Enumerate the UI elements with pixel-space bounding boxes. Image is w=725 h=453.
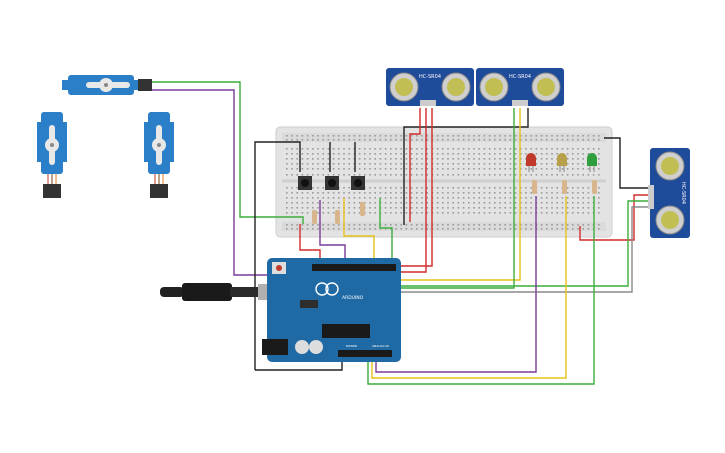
wire-black-side xyxy=(604,137,648,189)
servo-horizontal[interactable] xyxy=(62,75,152,95)
wire-gray-side xyxy=(398,206,648,293)
ultrasonic-sensor-1[interactable]: HC-SR04 xyxy=(386,68,474,106)
wire-green-2 xyxy=(379,198,393,262)
resistor-5 xyxy=(562,180,567,194)
pushbuttons[interactable] xyxy=(298,176,365,190)
wire-black-top xyxy=(254,141,301,370)
pushbutton-1 xyxy=(298,176,312,190)
ultrasonic-sensor-3[interactable]: HC-SR04 xyxy=(648,148,690,238)
wire-purple-2 xyxy=(319,200,346,262)
ultrasonic-sensor-2[interactable]: HC-SR04 xyxy=(476,68,564,106)
wire-purple-led xyxy=(375,196,537,373)
arduino-uno[interactable]: ARDUINO POWER ANALOG IN xyxy=(262,258,401,362)
servo-vertical-left[interactable] xyxy=(37,112,67,198)
wire-yellow-led xyxy=(371,196,567,379)
pushbutton-2 xyxy=(325,176,339,190)
leds[interactable] xyxy=(526,153,597,172)
led-green xyxy=(587,153,597,172)
wire-red-us xyxy=(409,108,421,222)
wire-black-us xyxy=(403,108,529,225)
wire-red-side xyxy=(579,194,648,241)
resistor-6 xyxy=(592,180,597,194)
arduino-brand: ARDUINO xyxy=(342,295,364,301)
led-yellow xyxy=(557,153,567,172)
resistor-3 xyxy=(360,202,365,216)
wire-red-1 xyxy=(299,224,321,262)
resistor-4 xyxy=(532,180,537,194)
resistor-2 xyxy=(335,210,340,224)
wire-green-led xyxy=(367,196,595,385)
sensor-label: HC-SR04 xyxy=(680,182,686,204)
led-red xyxy=(526,153,536,172)
wire-red-us2 xyxy=(398,108,433,267)
wire-yellow-1 xyxy=(343,198,375,262)
pushbutton-3 xyxy=(351,176,365,190)
wire-green-servo xyxy=(152,81,304,224)
arduino-analog-label: ANALOG IN xyxy=(372,344,389,348)
wire-green-side xyxy=(398,200,648,287)
resistors xyxy=(312,180,597,224)
arduino-power-label: POWER xyxy=(346,344,357,348)
sensor-label: HC-SR04 xyxy=(419,74,441,80)
resistor-1 xyxy=(312,210,317,224)
servo-vertical-right[interactable] xyxy=(144,112,174,198)
breadboard-holes xyxy=(286,135,600,230)
sensor-label: HC-SR04 xyxy=(509,74,531,80)
wire-red-us-down xyxy=(398,108,427,273)
